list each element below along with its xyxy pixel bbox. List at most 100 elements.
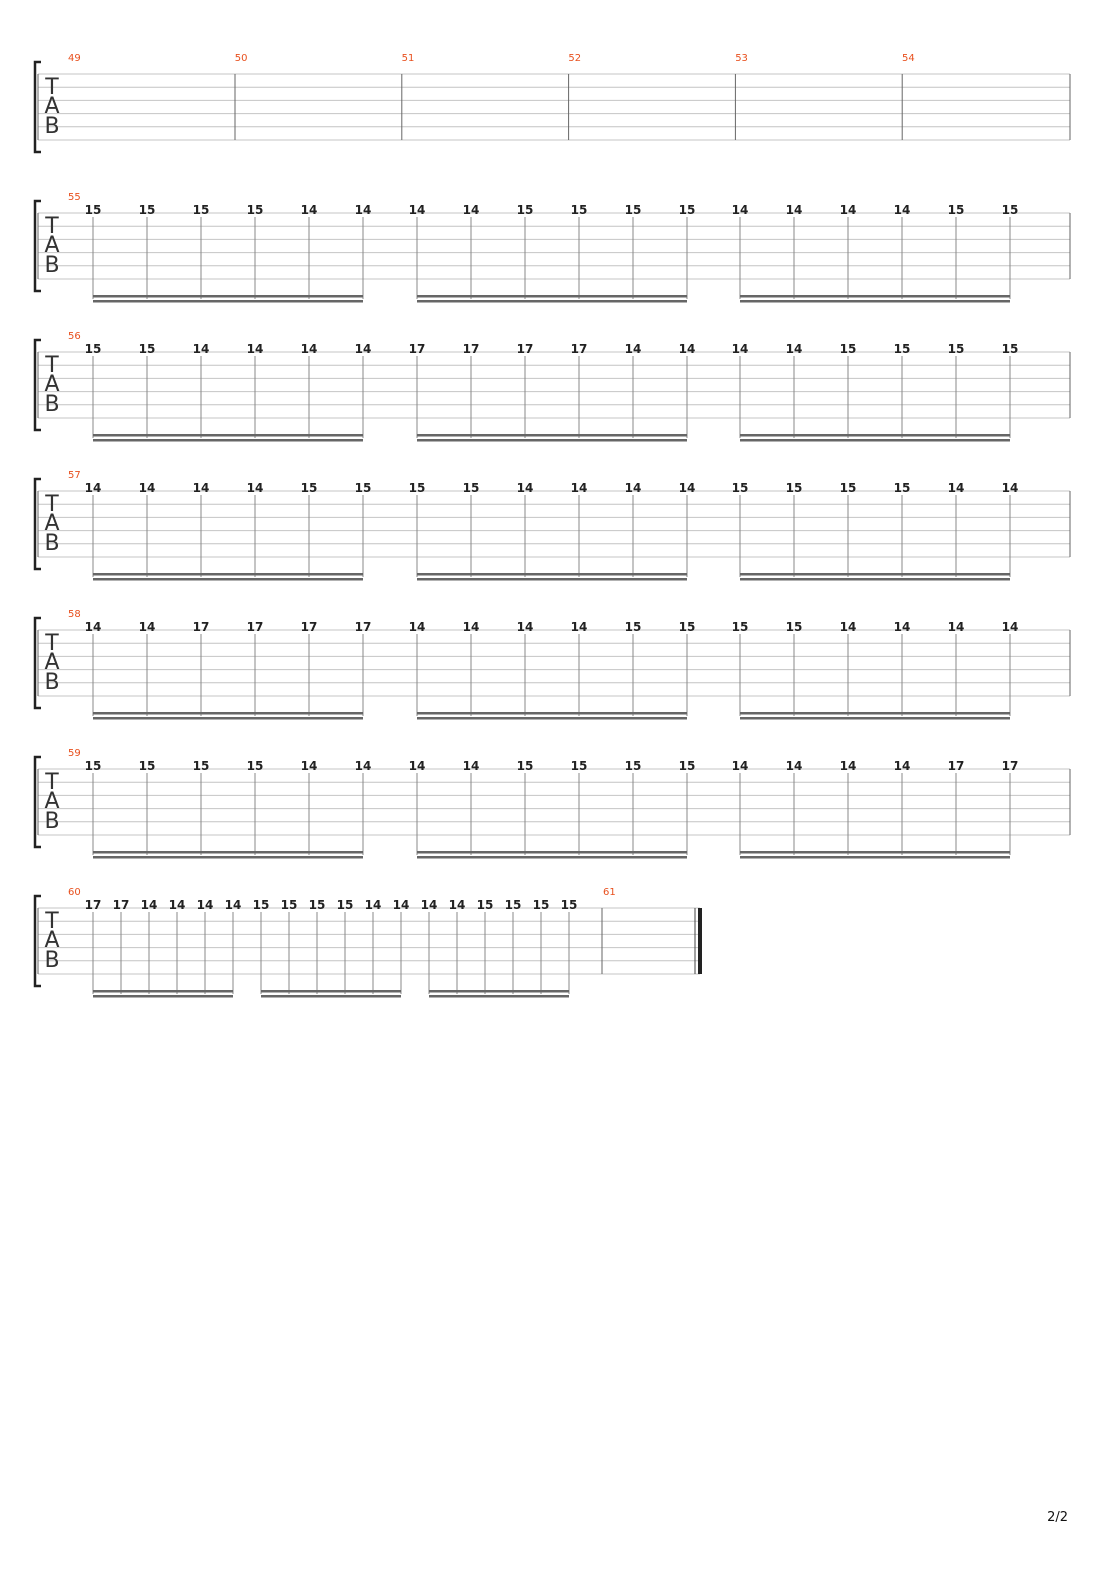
fret-number: 15 [561,898,578,912]
fret-number: 14 [301,203,318,217]
fret-number: 15 [948,203,965,217]
measure-number: 51 [402,53,415,64]
fret-number: 15 [139,759,156,773]
tab-clef-b: B [44,809,59,834]
beam [740,434,1010,437]
fret-number: 15 [309,898,326,912]
fret-number: 15 [253,898,270,912]
fret-number: 15 [281,898,298,912]
fret-number: 17 [301,620,318,634]
measure-number: 52 [568,53,581,64]
fret-number: 14 [193,481,210,495]
fret-number: 15 [625,759,642,773]
fret-number: 14 [679,342,696,356]
beam [93,856,363,859]
fret-number: 14 [786,203,803,217]
tab-clef-a: A [44,511,59,536]
fret-number: 14 [301,342,318,356]
beam [93,990,233,993]
fret-number: 15 [732,481,749,495]
fret-number: 17 [85,898,102,912]
tab-clef-b: B [44,253,59,278]
tab-clef-b: B [44,392,59,417]
beam [417,300,687,303]
fret-number: 14 [948,620,965,634]
fret-number: 15 [301,481,318,495]
system-bracket [33,755,41,849]
fret-number: 14 [409,620,426,634]
fret-number: 15 [786,620,803,634]
fret-number: 17 [463,342,480,356]
fret-number: 14 [463,620,480,634]
fret-number: 14 [139,481,156,495]
beam [93,295,363,298]
fret-number: 14 [197,898,214,912]
fret-number: 15 [355,481,372,495]
tab-clef-a: A [44,233,59,258]
fret-number: 14 [463,203,480,217]
fret-number: 15 [625,203,642,217]
beam [740,856,1010,859]
tab-clef-a: A [44,372,59,397]
fret-number: 14 [193,342,210,356]
system-bracket [33,477,41,571]
beam [740,439,1010,442]
beam [93,439,363,442]
fret-number: 17 [355,620,372,634]
system-bracket [33,894,41,988]
tab-clef-t: T [44,75,59,100]
tab-clef-b: B [44,114,59,139]
fret-number: 14 [139,620,156,634]
fret-number: 14 [355,759,372,773]
fret-number: 14 [1002,620,1019,634]
beam [93,717,363,720]
fret-number: 15 [625,620,642,634]
fret-number: 15 [463,481,480,495]
measure-number: 50 [235,53,248,64]
fret-number: 14 [169,898,186,912]
beam [261,995,401,998]
fret-number: 15 [337,898,354,912]
tab-clef-t: T [44,214,59,239]
measure-number: 53 [735,53,748,64]
fret-number: 15 [948,342,965,356]
fret-number: 14 [679,481,696,495]
measure-number: 61 [603,887,616,898]
beam [417,295,687,298]
fret-number: 15 [732,620,749,634]
measure-number: 60 [68,887,81,898]
fret-number: 15 [477,898,494,912]
fret-number: 17 [409,342,426,356]
fret-number: 15 [1002,342,1019,356]
fret-number: 14 [409,203,426,217]
fret-number: 15 [1002,203,1019,217]
fret-number: 15 [139,203,156,217]
fret-number: 14 [894,759,911,773]
beam [740,712,1010,715]
fret-number: 14 [571,481,588,495]
fret-number: 15 [505,898,522,912]
beam [417,851,687,854]
fret-number: 14 [732,342,749,356]
beam [417,712,687,715]
fret-number: 14 [517,620,534,634]
page-number: 2/2 [1047,1510,1068,1525]
beam [417,439,687,442]
fret-number: 17 [113,898,130,912]
tab-clef-t: T [44,353,59,378]
fret-number: 15 [85,203,102,217]
measure-number: 54 [902,53,915,64]
fret-number: 14 [732,203,749,217]
tab-clef-a: A [44,650,59,675]
fret-number: 15 [571,759,588,773]
beam [417,434,687,437]
fret-number: 15 [517,203,534,217]
system-bracket [33,616,41,710]
fret-number: 17 [247,620,264,634]
fret-number: 14 [393,898,410,912]
fret-number: 14 [247,342,264,356]
fret-number: 14 [355,342,372,356]
